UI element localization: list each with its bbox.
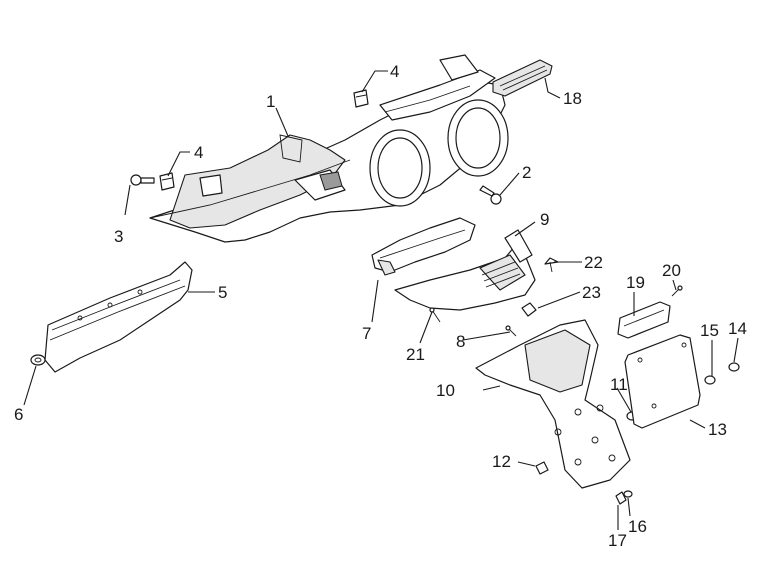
part-4-clip-upper [353,89,369,108]
callout-15: 15 [700,321,719,340]
callout-8: 8 [456,332,465,351]
callout-16: 16 [628,517,647,536]
part-10-rear-mudguard [475,319,631,489]
callout-22: 22 [584,253,603,272]
callout-11: 11 [610,375,628,394]
part-5-side-cover [44,261,193,373]
part-15-washer [704,375,716,385]
callout-12: 12 [492,452,511,471]
callouts: 1 2 3 4 4 5 6 7 8 9 10 11 12 13 14 15 16… [14,62,747,550]
callout-1: 1 [266,92,275,111]
callout-4-upper: 4 [390,62,399,81]
callout-10: 10 [436,381,455,400]
part-22-screw [544,257,559,273]
part-12-nut [535,461,549,475]
callout-19: 19 [626,273,645,292]
part-23-nut [521,302,537,317]
part-3-screw [130,174,155,186]
part-6-washer [30,354,46,366]
callout-5: 5 [218,283,227,302]
callout-3: 3 [114,227,123,246]
part-21-screw [429,307,441,323]
part-7-inner-frame [371,217,476,276]
callout-7: 7 [362,324,371,343]
part-9-mudguard-insert [394,229,536,311]
callout-18: 18 [563,89,582,108]
part-4-clip-lower [159,172,175,191]
part-14-nut [728,362,740,372]
callout-4-lower: 4 [194,143,203,162]
callout-20: 20 [662,261,681,280]
part-2-screw [479,185,502,205]
part-20-screw [671,285,683,297]
part-18-rubber-strip [492,59,553,97]
part-19-light-unit [617,301,671,339]
callout-23: 23 [582,283,601,302]
part-17-nut [615,491,627,505]
callout-14: 14 [728,319,747,338]
callout-13: 13 [708,420,727,439]
part-16-washer [623,490,633,498]
part-13-plate [624,334,701,429]
callout-21: 21 [406,345,425,364]
callout-2: 2 [522,163,531,182]
leader-lines [23,70,739,530]
part-8-screw [505,325,517,337]
callout-6: 6 [14,405,23,424]
part-1-rear-body-frame [149,54,509,243]
callout-9: 9 [540,210,549,229]
callout-17: 17 [608,531,627,550]
